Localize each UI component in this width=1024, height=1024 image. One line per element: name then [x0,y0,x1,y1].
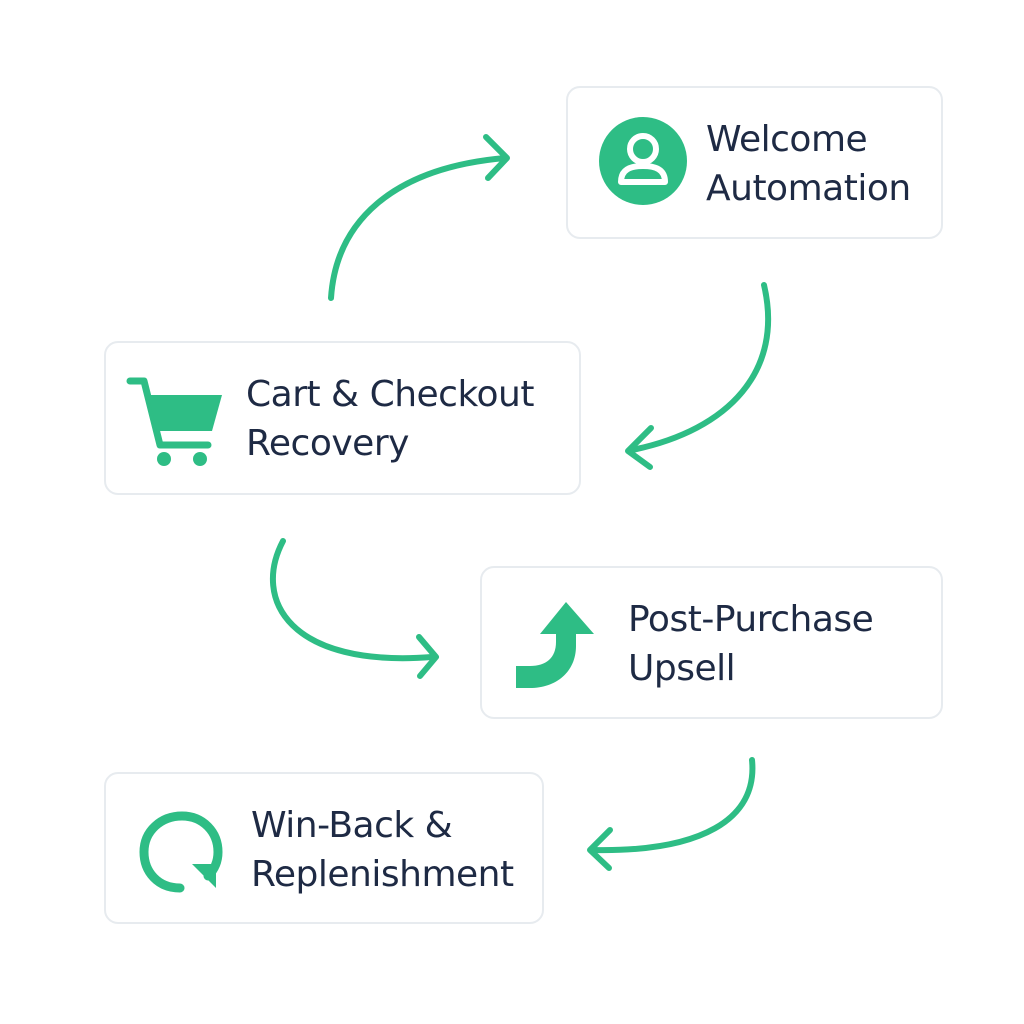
arrow-cart-to-welcome [328,134,510,301]
shopping-cart-icon [126,377,222,466]
arrow-cart-to-upsell [270,538,439,679]
step-label-line: Welcome [706,119,868,160]
step-label-upsell: Post-Purchase Upsell [628,595,874,693]
step-card-post-purchase-upsell: Post-Purchase Upsell [480,566,943,719]
step-label-line: Win-Back & [251,805,453,846]
step-card-welcome-automation: Welcome Automation [566,86,943,239]
step-label-line: Automation [706,168,911,209]
arrow-welcome-to-cart [625,282,772,470]
step-card-win-back-replenishment: Win-Back & Replenishment [104,772,544,924]
step-label-line: Post-Purchase [628,599,874,640]
step-label-line: Cart & Checkout [246,374,535,415]
step-label-winback: Win-Back & Replenishment [251,801,514,899]
refresh-icon [139,811,223,893]
step-label-welcome: Welcome Automation [706,115,911,213]
arrow-upsell-to-winback [587,757,756,871]
up-turn-arrow-icon [516,602,594,688]
step-label-line: Replenishment [251,854,514,895]
step-card-cart-checkout-recovery: Cart & Checkout Recovery [104,341,581,495]
step-label-line: Recovery [246,423,409,464]
step-label-cart: Cart & Checkout Recovery [246,370,535,468]
step-label-line: Upsell [628,648,736,689]
user-circle-icon [599,117,687,205]
